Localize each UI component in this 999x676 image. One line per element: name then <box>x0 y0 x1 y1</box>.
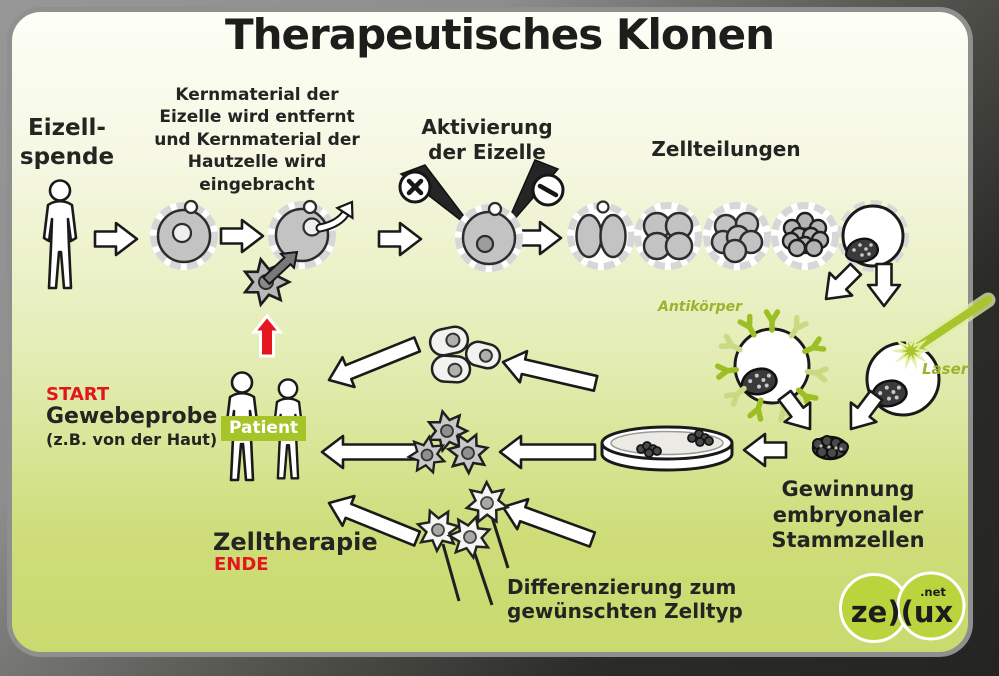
flow-arrow-icon <box>321 328 425 397</box>
blastocyst-icon <box>837 200 909 272</box>
label-tissue-sample: Gewebeprobe <box>46 404 218 429</box>
flow-arrow-icon <box>377 221 423 257</box>
petri-dish-icon <box>600 425 734 472</box>
four-cell-stage-icon <box>634 202 702 270</box>
label-nuclear-transfer: Kernmaterial der Eizelle wird entfernt u… <box>154 85 360 195</box>
label-activation: Aktivierung der Eizelle <box>421 115 553 164</box>
laser-cell-icon <box>865 292 996 417</box>
flow-arrow-icon <box>742 432 788 468</box>
label-differentiation: Differenzierung zum gewünschten Zelltyp <box>507 575 743 623</box>
zellux-logo: .net ze)(ux <box>839 571 966 643</box>
antibody-cell-icon <box>718 312 826 420</box>
nucleus-removal-arrow-icon <box>315 200 354 233</box>
label-tissue-sample-note: (z.B. von der Haut) <box>46 430 218 449</box>
egg-activation-icon <box>398 159 565 272</box>
flow-arrow-icon <box>498 434 597 470</box>
label-laser: Laser <box>922 360 969 378</box>
logo-tld-text: .net <box>920 585 946 599</box>
flow-arrow-icon <box>813 256 869 312</box>
flow-arrow-icon <box>517 220 563 256</box>
egg-cell-icon <box>150 201 218 270</box>
nuclear-transfer-icon <box>243 197 354 306</box>
flow-arrow-icon <box>320 434 419 470</box>
two-cell-stage-icon <box>567 202 635 271</box>
label-start: START <box>46 384 110 405</box>
page-title: Therapeutisches Klonen <box>225 10 775 59</box>
flow-arrow-icon <box>496 490 600 556</box>
flow-arrow-icon <box>219 218 265 254</box>
round-cells-icon <box>428 325 502 384</box>
star-cells-icon <box>404 410 494 480</box>
label-antibodies: Antikörper <box>658 299 743 315</box>
logo-name-text: ze)(ux <box>851 595 954 629</box>
red-up-arrow-icon <box>252 314 282 358</box>
label-stem-cell-harvest: Gewinnung embryonaler Stammzellen <box>771 477 925 553</box>
eight-cell-stage-icon <box>703 202 771 270</box>
flow-arrow-icon <box>498 345 601 401</box>
patient-badge: Patient <box>221 416 307 441</box>
egg-donor-figure-icon <box>42 179 78 290</box>
laser-beam-icon <box>891 292 996 370</box>
label-end: ENDE <box>214 554 269 575</box>
morula-icon <box>771 202 839 270</box>
label-cell-therapy: Zelltherapie <box>213 528 378 556</box>
inject-arrow-icon <box>261 250 299 286</box>
stem-cell-cluster-icon <box>811 435 849 461</box>
flow-arrow-icon <box>93 221 139 257</box>
label-cell-divisions: Zellteilungen <box>651 137 801 161</box>
neuron-cells-icon <box>414 478 513 606</box>
label-egg-donation: Eizell- spende <box>19 115 115 170</box>
